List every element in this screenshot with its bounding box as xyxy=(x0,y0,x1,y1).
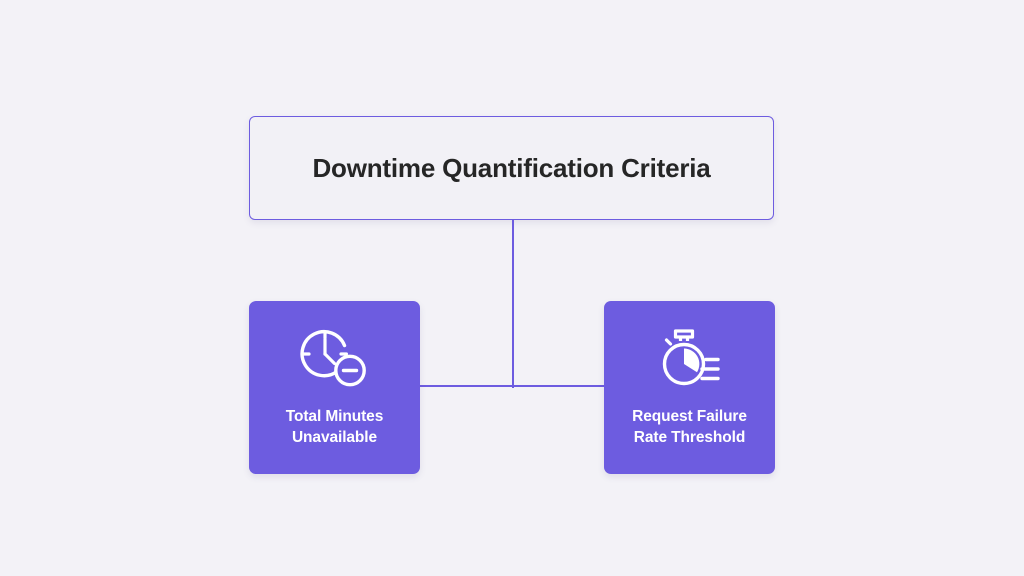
root-node[interactable]: Downtime Quantification Criteria xyxy=(249,116,774,220)
page-title: Downtime Quantification Criteria xyxy=(312,152,711,183)
node-label: Request Failure Rate Threshold xyxy=(632,408,747,446)
connector-horizontal xyxy=(419,385,605,387)
clock-minus-icon xyxy=(299,330,366,387)
node-total-minutes-unavailable[interactable]: Total Minutes Unavailable xyxy=(249,301,420,474)
node-request-failure-rate-threshold[interactable]: Request Failure Rate Threshold xyxy=(604,301,775,474)
stopwatch-speed-icon xyxy=(662,329,720,386)
node-label: Total Minutes Unavailable xyxy=(285,408,384,446)
connector-vertical xyxy=(512,220,514,388)
